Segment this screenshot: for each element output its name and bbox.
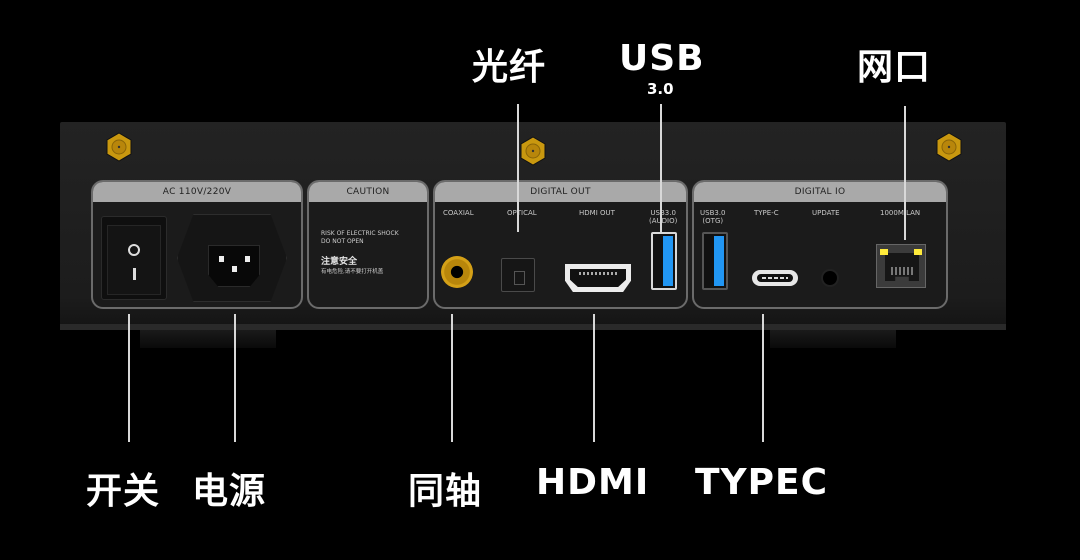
- caution-cn-title: 注意安全: [321, 257, 358, 267]
- panel-header: CAUTION: [309, 182, 427, 202]
- optical-port[interactable]: [501, 258, 535, 292]
- port-label-lan: 1000M LAN: [880, 209, 921, 217]
- digital-out-panel: DIGITAL OUT COAXIAL OPTICAL HDMI OUT USB…: [433, 180, 688, 309]
- port-label-usb-audio: USB3.0 (AUDIO): [649, 209, 678, 225]
- port-label-update: UPDATE: [812, 209, 840, 217]
- digital-io-panel: DIGITAL IO USB3.0 (OTG) TYPE-C UPDATE 10…: [692, 180, 948, 309]
- leader-line-power: [234, 314, 236, 442]
- callout-usb-version: 3.0: [647, 80, 674, 98]
- lan-led-right: [914, 249, 922, 255]
- callout-hdmi: HDMI: [536, 462, 650, 503]
- device-foot-left: [140, 330, 276, 348]
- leader-line-lan: [904, 106, 906, 240]
- leader-line-switch: [128, 314, 130, 442]
- screw-icon: [520, 136, 546, 166]
- port-label-hdmi-out: HDMI OUT: [579, 209, 615, 217]
- leader-line-coaxial: [451, 314, 453, 442]
- update-button-hole[interactable]: [823, 271, 837, 285]
- coaxial-port[interactable]: [441, 256, 473, 288]
- screw-icon: [936, 132, 962, 162]
- chassis-bottom-edge: [60, 324, 1006, 330]
- switch-off-icon: [128, 244, 140, 256]
- leader-line-typec: [762, 314, 764, 442]
- callout-power: 电源: [192, 471, 267, 512]
- caution-cn-text: 有电危险,请不要打开机盖: [321, 269, 384, 275]
- leader-line-optical: [517, 104, 519, 232]
- typec-port[interactable]: [752, 270, 798, 286]
- callout-optical: 光纤: [472, 47, 547, 88]
- hdmi-port[interactable]: [565, 264, 631, 292]
- port-label-optical: OPTICAL: [507, 209, 537, 217]
- screw-icon: [106, 132, 132, 162]
- panel-header: DIGITAL OUT: [435, 182, 686, 202]
- lan-led-left: [880, 249, 888, 255]
- switch-on-icon: [133, 268, 136, 280]
- leader-line-usb: [660, 104, 662, 232]
- port-label-coaxial: COAXIAL: [443, 209, 474, 217]
- port-label-typec: TYPE-C: [754, 209, 779, 217]
- power-switch[interactable]: [101, 216, 167, 300]
- device-foot-right: [770, 330, 896, 348]
- panel-header: AC 110V/220V: [93, 182, 301, 202]
- caution-panel: CAUTION RISK OF ELECTRIC SHOCK DO NOT OP…: [307, 180, 429, 309]
- power-panel: AC 110V/220V: [91, 180, 303, 309]
- callout-coaxial: 同轴: [408, 471, 483, 512]
- port-label-usb-otg: USB3.0 (OTG): [700, 209, 726, 225]
- lan-port[interactable]: [876, 244, 926, 288]
- caution-warning-text: RISK OF ELECTRIC SHOCK DO NOT OPEN: [321, 230, 399, 245]
- leader-line-hdmi: [593, 314, 595, 442]
- panel-header: DIGITAL IO: [694, 182, 946, 202]
- usb-otg-port[interactable]: [702, 232, 728, 290]
- callout-typec: TYPEC: [695, 462, 829, 503]
- callout-switch: 开关: [86, 471, 161, 512]
- usb-audio-port[interactable]: [651, 232, 677, 290]
- callout-usb: USB: [619, 38, 705, 79]
- callout-lan: 网口: [857, 47, 932, 88]
- power-inlet[interactable]: [177, 214, 287, 302]
